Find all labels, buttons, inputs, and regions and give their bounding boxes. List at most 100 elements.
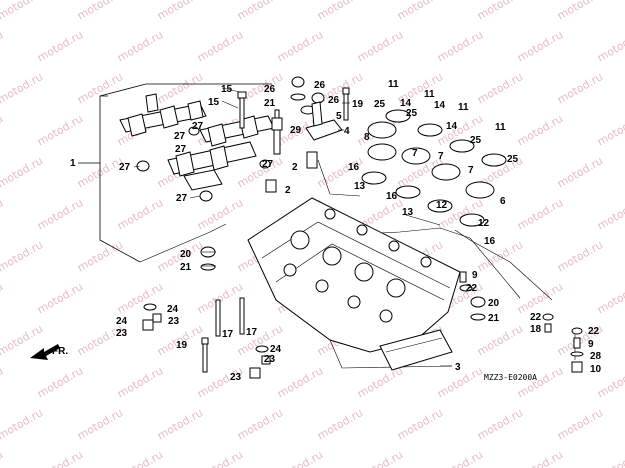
callout-2a: 2 — [292, 162, 298, 173]
callout-29: 29 — [290, 125, 302, 136]
leader-head-right — [454, 229, 553, 301]
rocker-base — [183, 169, 223, 191]
watermark-text: motod.ru — [475, 0, 525, 23]
clamp-b — [417, 123, 443, 137]
watermark-text: motod.ru — [555, 70, 605, 106]
insulator-7c — [431, 163, 461, 181]
rocker-arm-g — [209, 145, 229, 171]
bolt-19b-head — [201, 337, 209, 345]
dowel-23c — [249, 367, 261, 379]
bolt-15-shank — [239, 97, 245, 129]
plug-20b — [470, 296, 486, 308]
callout-11d: 11 — [495, 122, 506, 133]
washer-24a — [143, 303, 157, 311]
clamp-f — [395, 185, 421, 199]
watermark-text: motod.ru — [0, 364, 5, 400]
watermark-text: motod.ru — [115, 448, 165, 468]
callout-25d: 25 — [507, 154, 519, 165]
watermark-text: motod.ru — [0, 406, 45, 442]
watermark-text: motod.ru — [275, 28, 325, 64]
callout-23c: 23 — [264, 354, 276, 365]
washer-21c — [470, 313, 486, 321]
cap-stack — [290, 76, 325, 115]
callout-13a: 13 — [354, 181, 366, 192]
watermark-text: motod.ru — [0, 28, 5, 64]
plug-body — [273, 129, 281, 155]
watermark-text: motod.ru — [595, 112, 625, 148]
rocker-post-a — [145, 93, 159, 113]
callout-24a: 24 — [167, 304, 179, 315]
watermark-text: motod.ru — [35, 364, 85, 400]
washer-21b — [200, 263, 216, 271]
watermark-text: motod.ru — [75, 238, 125, 274]
callout-18: 18 — [530, 324, 542, 335]
watermark-text: motod.ru — [395, 0, 445, 23]
watermark-text: motod.ru — [115, 364, 165, 400]
clamp-e — [361, 171, 387, 185]
callout-9b: 9 — [588, 339, 594, 350]
watermark-text: motod.ru — [515, 28, 565, 64]
bracket-1 — [78, 95, 108, 164]
watermark-text: motod.ru — [475, 322, 525, 358]
leader-2 — [317, 159, 361, 197]
watermark-text: motod.ru — [115, 280, 165, 316]
watermark-text: motod.ru — [435, 28, 485, 64]
callout-22a: 22 — [466, 283, 478, 294]
rocker-arm-shaft-assembly — [119, 93, 275, 202]
watermark-text: motod.ru — [275, 364, 325, 400]
callout-16b: 16 — [386, 191, 398, 202]
collar-27c — [188, 126, 200, 136]
callout-23d: 23 — [230, 372, 242, 383]
callout-12b: 12 — [478, 218, 490, 229]
callout-27d: 27 — [119, 162, 131, 173]
callout-21a: 21 — [264, 98, 276, 109]
leader-3 — [329, 339, 453, 369]
callout-3: 3 — [455, 362, 461, 373]
callout-7b: 7 — [438, 151, 444, 162]
callout-15b: 15 — [208, 97, 220, 108]
callout-20b: 20 — [488, 298, 500, 309]
callout-26a: 26 — [264, 84, 276, 95]
watermark-text: motod.ru — [0, 448, 5, 468]
watermark-text: motod.ru — [555, 238, 605, 274]
callout-26c: 26 — [328, 95, 340, 106]
insulator-8 — [367, 121, 397, 139]
front-arrow — [30, 344, 60, 360]
watermark-text: motod.ru — [355, 364, 405, 400]
callout-27a: 27 — [174, 131, 186, 142]
bracket-1-top — [99, 83, 272, 97]
bolt-19b-shank — [202, 343, 208, 373]
watermark-text: motod.ru — [0, 70, 45, 106]
callout-16a: 16 — [348, 162, 360, 173]
callout-1: 1 — [70, 158, 76, 169]
insulator-7a — [367, 143, 397, 161]
callout-23b: 23 — [116, 328, 128, 339]
cap-26b — [311, 92, 325, 104]
callout-26b: 26 — [314, 80, 326, 91]
bolt-19-top — [342, 87, 350, 121]
callout-11a: 11 — [388, 79, 399, 90]
watermark-text: motod.ru — [155, 0, 205, 23]
plug-tip — [274, 109, 280, 119]
callout-22c: 22 — [588, 326, 600, 337]
callout-27f: 27 — [176, 193, 188, 204]
sleeve-2a — [306, 151, 318, 169]
washer-22c — [571, 327, 583, 335]
bolt-18 — [544, 323, 552, 333]
watermark-text: motod.ru — [555, 154, 605, 190]
callout-14b: 14 — [434, 100, 446, 111]
collar-27b — [199, 190, 213, 202]
watermark-text: motod.ru — [0, 238, 45, 274]
dowel-23a — [142, 319, 154, 331]
callout-14a: 14 — [400, 98, 412, 109]
watermark-text: motod.ru — [75, 0, 125, 23]
watermark-text: motod.ru — [0, 0, 45, 23]
callout-19a: 19 — [352, 99, 364, 110]
right-fasteners — [459, 271, 584, 373]
callout-24b: 24 — [116, 316, 128, 327]
cap-26a — [291, 76, 305, 88]
watermark-text: motod.ru — [555, 0, 605, 23]
watermark-text: motod.ru — [0, 280, 5, 316]
callout-27e: 27 — [262, 159, 274, 170]
front-label: FR. — [52, 346, 68, 357]
